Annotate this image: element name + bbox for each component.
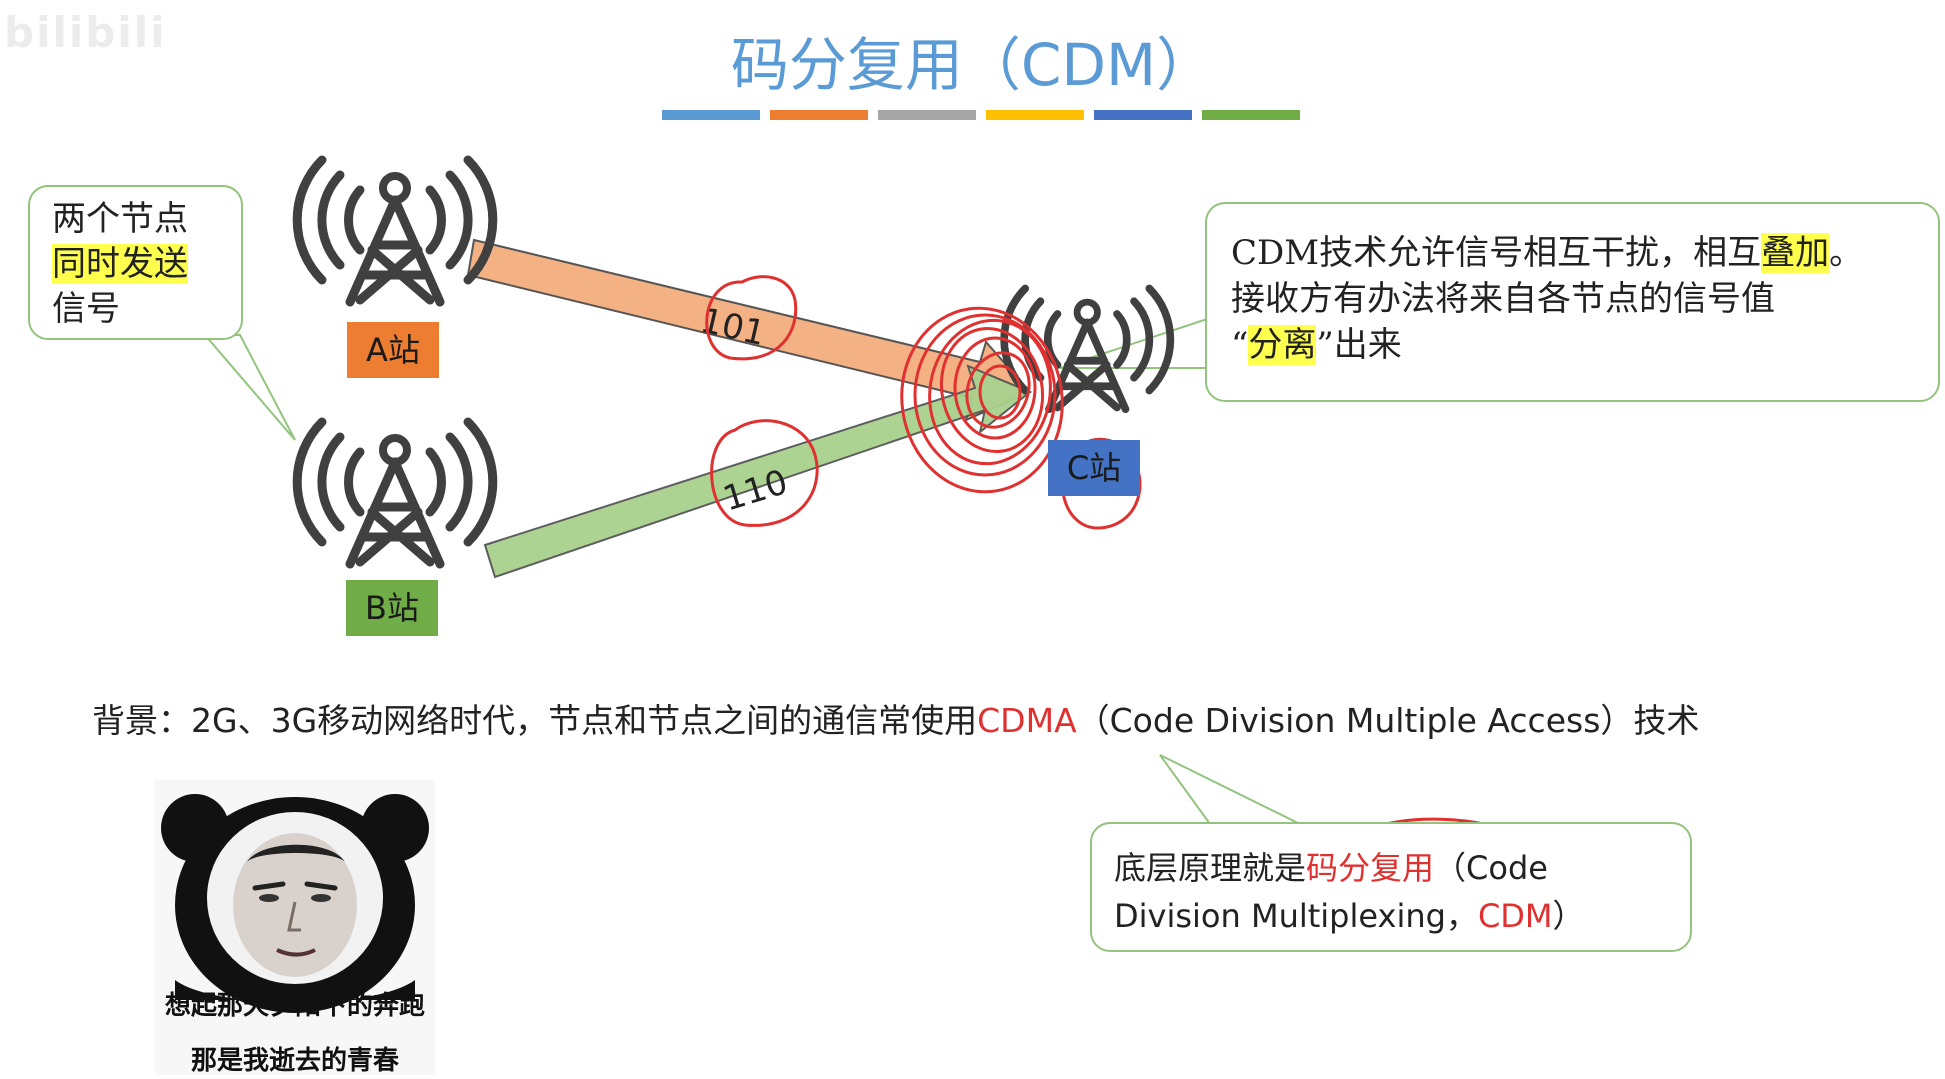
meme-caption-line2: 那是我逝去的青春 xyxy=(190,1046,399,1076)
annotation-circle-101 xyxy=(705,275,798,361)
callout-bottom-line2b: ） xyxy=(1552,897,1585,935)
callout-cdm-principle: 底层原理就是码分复用（Code Division Multiplexing，CD… xyxy=(1090,822,1692,952)
callout-bottom-mafenfuyong: 码分复用 xyxy=(1306,849,1435,887)
color-bar-5 xyxy=(1094,110,1192,120)
callout-right-open-quote: “ xyxy=(1231,325,1249,365)
callout-right-line1: CDM技术允许信号相互干扰，相互 xyxy=(1231,233,1762,273)
watermark: bilibili xyxy=(4,8,167,57)
callout-left-line1: 两个节点 xyxy=(52,199,188,239)
background-suffix: （Code Division Multiple Access）技术 xyxy=(1076,701,1700,740)
callout-left-highlight: 同时发送 xyxy=(52,244,188,284)
station-b-label: B站 xyxy=(346,580,438,636)
annotation-circle-110 xyxy=(710,419,819,527)
title-color-bars xyxy=(662,110,1300,120)
callout-bottom-line1a: 底层原理就是 xyxy=(1114,849,1307,887)
callout-left-line3: 信号 xyxy=(52,289,120,329)
callout-simultaneous-send: 两个节点 同时发送 信号 xyxy=(28,185,243,340)
slide-title: 码分复用（CDM） xyxy=(730,31,1215,99)
color-bar-4 xyxy=(986,110,1084,120)
station-a-label: A站 xyxy=(347,322,439,378)
color-bar-1 xyxy=(662,110,760,120)
meme-caption-line1: 想起那天夕阳下的奔跑 xyxy=(164,991,425,1021)
panda-meme-image xyxy=(155,780,435,1075)
signal-arrow-b xyxy=(483,364,1032,579)
station-c-label: C站 xyxy=(1048,440,1140,496)
callout-bottom-cdm: CDM xyxy=(1477,897,1553,935)
background-cdma: CDMA xyxy=(977,701,1077,740)
callout-right-highlight-diejia: 叠加 xyxy=(1761,233,1830,273)
callout-cdm-explanation: CDM技术允许信号相互干扰，相互叠加。 接收方有办法将来自各节点的信号值 “分离… xyxy=(1205,202,1940,402)
tower-b-icon xyxy=(292,417,498,569)
color-bar-3 xyxy=(878,110,976,120)
color-bar-2 xyxy=(770,110,868,120)
callout-bottom-line2a: Division Multiplexing， xyxy=(1114,897,1478,935)
callout-right-line3-end: ”出来 xyxy=(1316,325,1402,365)
callout-right-line1-end: 。 xyxy=(1829,233,1864,273)
color-bar-6 xyxy=(1202,110,1300,120)
background-sentence: 背景：2G、3G移动网络时代，节点和节点之间的通信常使用CDMA（Code Di… xyxy=(92,694,1699,742)
annotation-swirl xyxy=(900,306,1064,494)
background-prefix: 背景：2G、3G移动网络时代，节点和节点之间的通信常使用 xyxy=(92,701,978,740)
callout-right-highlight-fenli: 分离 xyxy=(1248,325,1317,365)
callout-bottom-pointer xyxy=(1159,754,1301,825)
callout-left-pointer xyxy=(202,334,296,441)
tower-a-icon xyxy=(292,155,498,307)
callout-bottom-line1b: （Code xyxy=(1434,849,1548,887)
callout-right-line2: 接收方有办法将来自各节点的信号值 xyxy=(1231,279,1775,319)
